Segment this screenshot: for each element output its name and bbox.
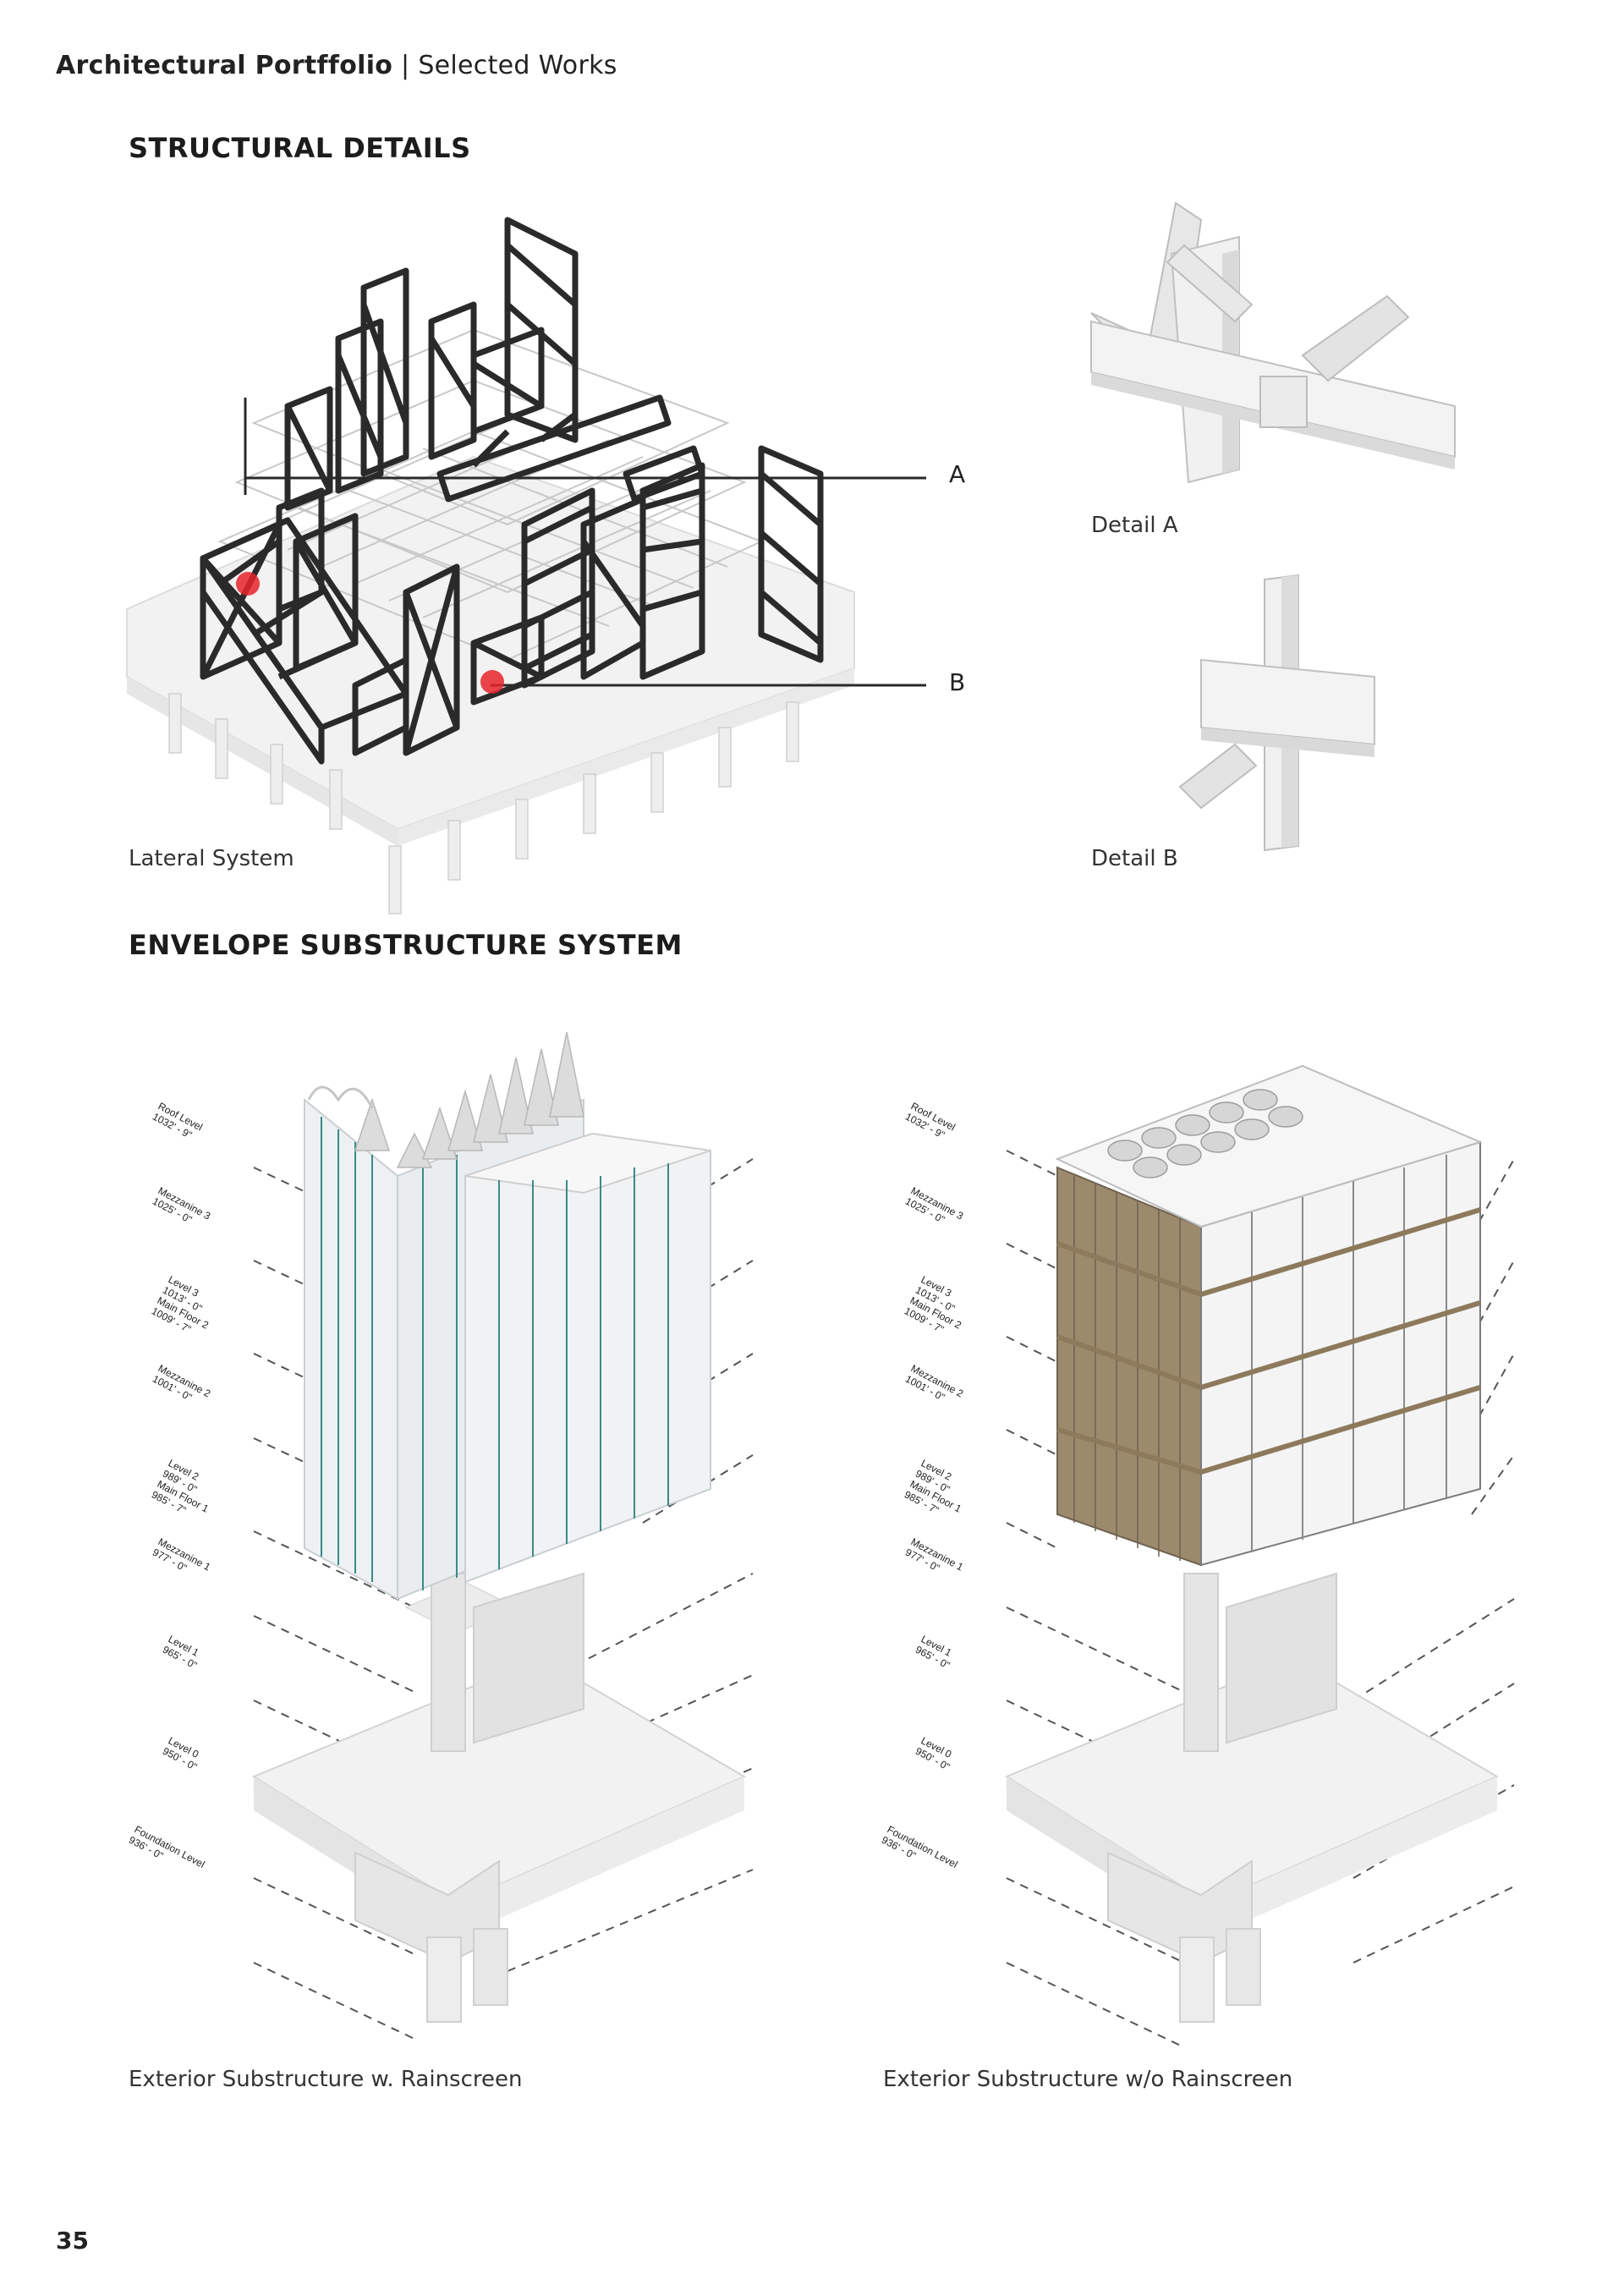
svg-text:Level 0950' - 0": Level 0950' - 0" (914, 1734, 957, 1772)
svg-text:Level 2989' - 0"Main Floor 198: Level 2989' - 0"Main Floor 1985' - 7" (903, 1457, 974, 1525)
header-separator: | (401, 51, 410, 80)
running-header: Architectural Portffolio | Selected Work… (56, 51, 617, 80)
caption-lateral-system: Lateral System (129, 846, 294, 871)
svg-text:Mezzanine 21001' - 0": Mezzanine 21001' - 0" (151, 1362, 213, 1410)
tower-with-rainscreen (251, 1031, 747, 2023)
svg-text:Level 1965' - 0": Level 1965' - 0" (161, 1633, 205, 1671)
svg-text:Foundation Level936' - 0": Foundation Level936' - 0" (880, 1823, 959, 1881)
header-title-bold: Architectural Portffolio (56, 51, 393, 80)
header-title-rest: Selected Works (418, 51, 617, 80)
svg-text:Level 1965' - 0": Level 1965' - 0" (914, 1633, 957, 1671)
callout-leaders (244, 398, 926, 687)
svg-text:Mezzanine 21001' - 0": Mezzanine 21001' - 0" (903, 1362, 966, 1410)
svg-text:Level 31013' - 0"Main Floor 21: Level 31013' - 0"Main Floor 21009' - 7" (150, 1273, 222, 1342)
detail-b-drawing (1178, 574, 1375, 852)
left-level-labels: Roof Level1032' - 9" Mezzanine 31025' - … (127, 1100, 222, 1881)
svg-text:Foundation Level936' - 0": Foundation Level936' - 0" (127, 1823, 206, 1881)
svg-text:Roof Level1032' - 9": Roof Level1032' - 9" (903, 1100, 957, 1144)
right-level-labels: Roof Level1032' - 9" Mezzanine 31025' - … (880, 1100, 974, 1881)
caption-detail-a: Detail A (1091, 513, 1178, 538)
envelope-heading: ENVELOPE SUBSTRUCTURE SYSTEM (129, 929, 683, 961)
tower-without-rainscreen (1004, 1064, 1500, 2023)
callout-label-b: B (949, 668, 966, 696)
svg-text:Level 0950' - 0": Level 0950' - 0" (161, 1734, 205, 1772)
caption-detail-b: Detail B (1091, 846, 1178, 871)
structural-heading: STRUCTURAL DETAILS (129, 132, 471, 164)
svg-text:Mezzanine 1977' - 0": Mezzanine 1977' - 0" (151, 1535, 213, 1584)
callout-label-a: A (949, 460, 966, 488)
svg-text:Mezzanine 31025' - 0": Mezzanine 31025' - 0" (151, 1184, 213, 1233)
svg-text:Level 2989' - 0"Main Floor 198: Level 2989' - 0"Main Floor 1985' - 7" (150, 1457, 222, 1525)
svg-text:Mezzanine 1977' - 0": Mezzanine 1977' - 0" (903, 1535, 966, 1584)
connection-highlight-b (480, 670, 504, 694)
caption-with-rainscreen: Exterior Substructure w. Rainscreen (129, 2067, 523, 2092)
svg-text:Mezzanine 31025' - 0": Mezzanine 31025' - 0" (903, 1184, 966, 1233)
detail-a-drawing (1090, 201, 1456, 484)
lateral-braced-frames (200, 217, 824, 765)
connection-highlight-a (236, 572, 260, 596)
svg-text:Level 31013' - 0"Main Floor 21: Level 31013' - 0"Main Floor 21009' - 7" (903, 1273, 974, 1342)
svg-text:Roof Level1032' - 9": Roof Level1032' - 9" (151, 1100, 205, 1144)
caption-without-rainscreen: Exterior Substructure w/o Rainscreen (883, 2067, 1293, 2092)
page-number: 35 (56, 2227, 89, 2255)
